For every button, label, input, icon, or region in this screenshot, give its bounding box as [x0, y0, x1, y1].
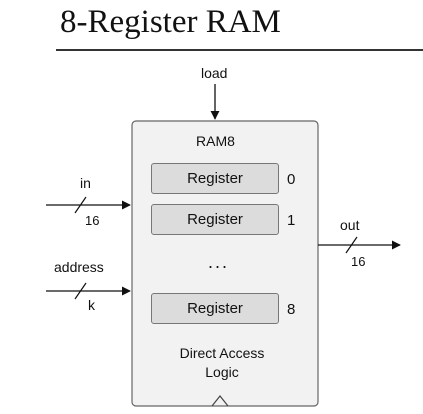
load-label: load [201, 65, 228, 81]
register-1-index: 1 [287, 212, 296, 229]
title-underline [56, 49, 423, 51]
slide-title: 8-Register RAM [60, 4, 281, 40]
out-bus-width: 16 [351, 254, 366, 269]
chip-name: RAM8 [196, 133, 235, 149]
address-bus-slash [74, 282, 87, 300]
direct-access-logic-label: Direct Access Logic [152, 345, 292, 380]
register-ellipsis: ... [208, 252, 230, 272]
out-bus-slash [345, 236, 358, 254]
register-8: Register [151, 293, 279, 324]
in-bus-width: 16 [85, 213, 100, 228]
clock-triangle [211, 395, 229, 407]
out-label: out [340, 217, 360, 233]
in-bus-slash [74, 196, 87, 214]
register-1: Register [151, 204, 279, 235]
register-0-index: 0 [287, 171, 296, 188]
address-label: address [54, 259, 104, 275]
logic-label-line1: Direct Access [179, 345, 265, 361]
address-bus-width: k [88, 297, 95, 313]
in-label: in [80, 175, 91, 191]
register-0: Register [151, 163, 279, 194]
logic-label-line2: Logic [205, 364, 239, 380]
register-8-index: 8 [287, 301, 296, 318]
